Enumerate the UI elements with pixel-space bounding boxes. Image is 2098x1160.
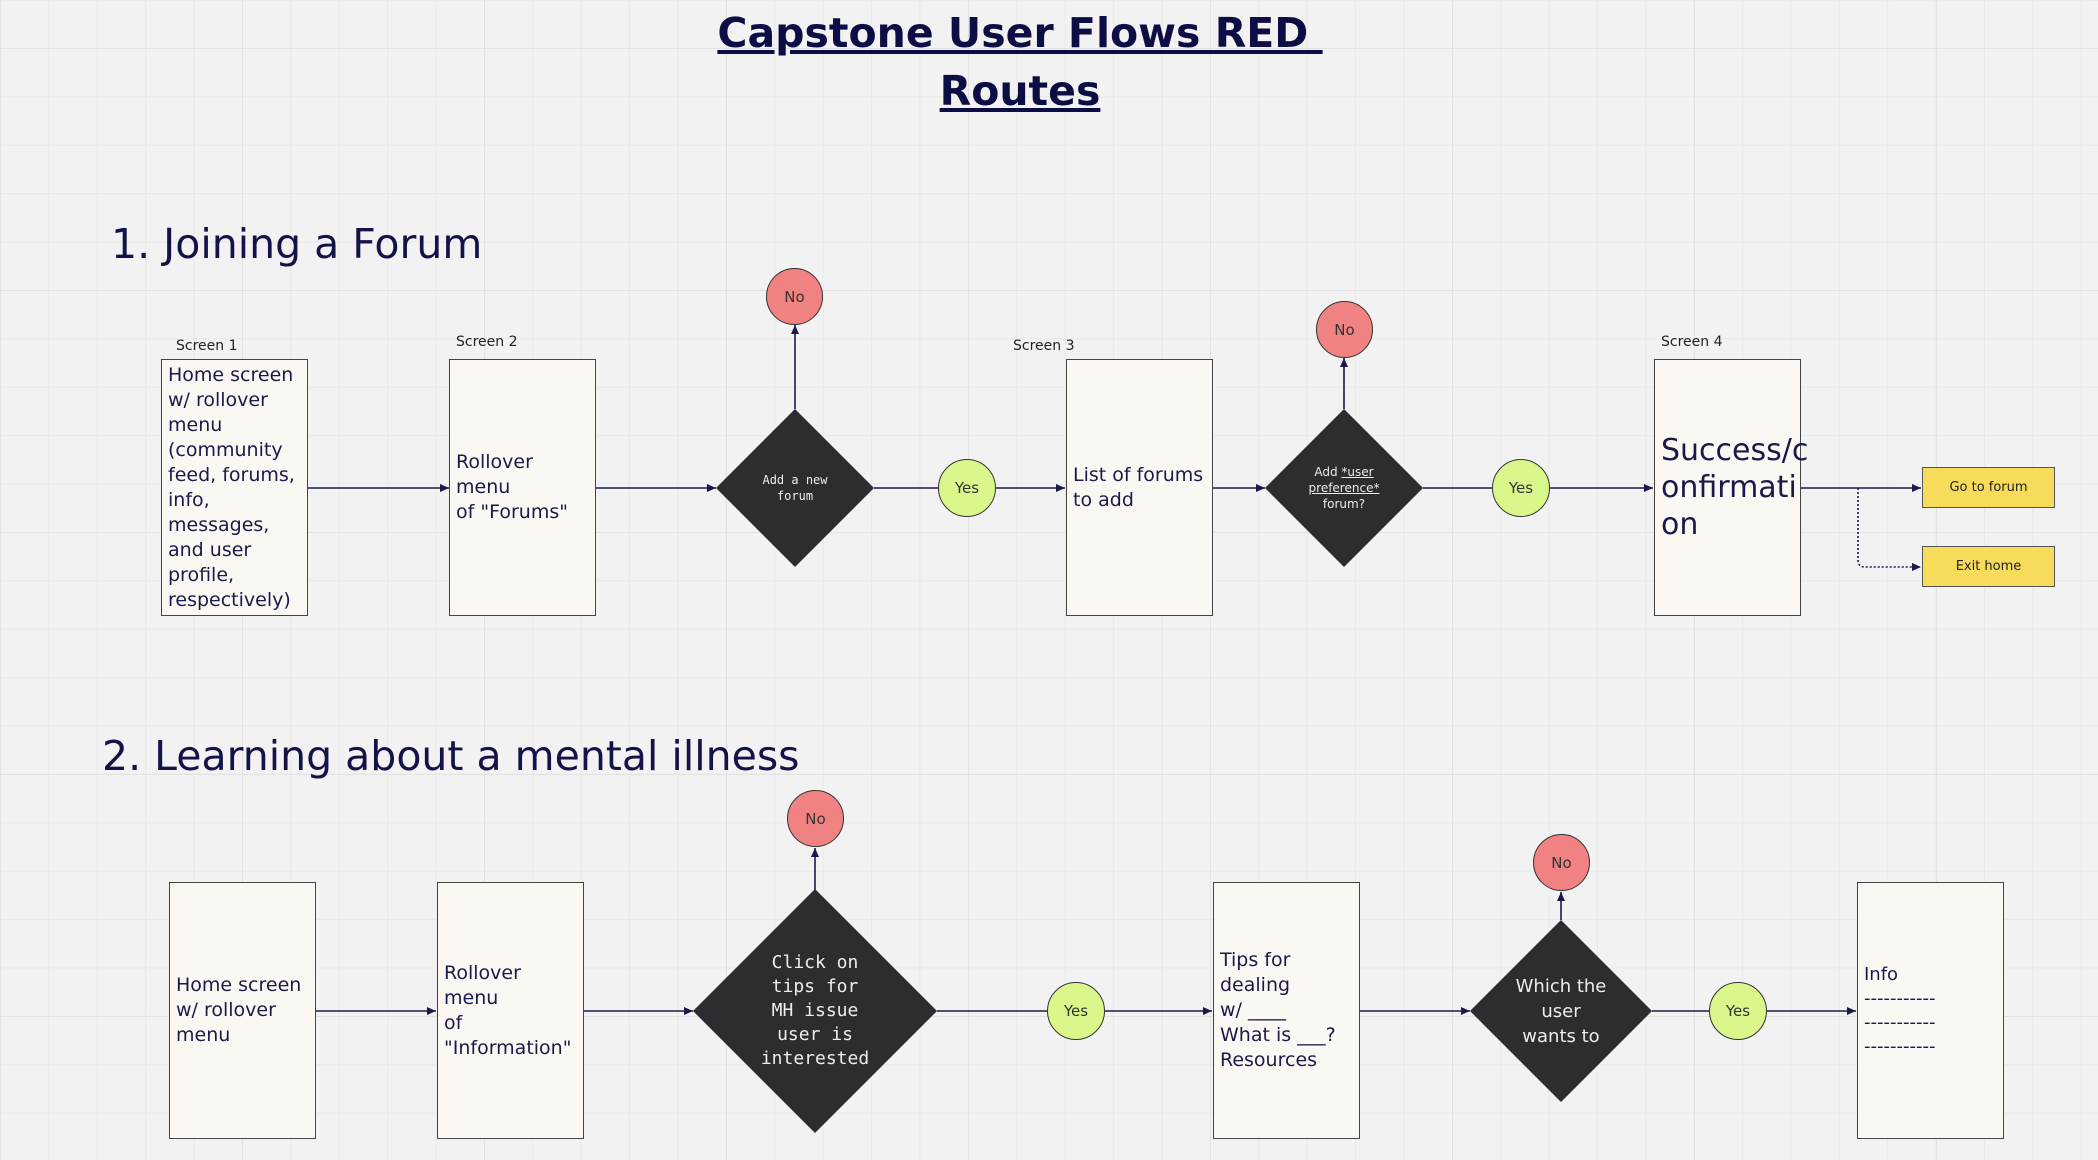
flow1-decision1-diamond[interactable] <box>716 409 874 567</box>
flow2-screen2-text: Rollover menu of "Information" <box>444 961 572 1059</box>
flow1-screen1-box[interactable]: Home screen w/ rollover menu (community … <box>161 359 308 616</box>
arrow-s4-exithome <box>1857 488 1921 571</box>
flow2-decision1-text: Click on tips for MH issue user is inter… <box>760 952 870 1069</box>
flow2-screen3-box[interactable]: Tips for dealing w/ ____ What is ___? Re… <box>1213 882 1360 1139</box>
flow2-yes1-circle[interactable]: Yes <box>1047 982 1105 1040</box>
flow1-decision2-pre: Add <box>1314 465 1342 479</box>
flow1-heading: 1. Joining a Forum <box>111 220 483 268</box>
flow1-screen2-label: Screen 2 <box>456 334 518 350</box>
flow1-screen4-label: Screen 4 <box>1661 334 1723 350</box>
flow2-screen1-text: Home screen w/ rollover menu <box>176 974 302 1046</box>
flow1-no1-circle[interactable]: No <box>766 268 823 325</box>
flow2-screen4-box[interactable]: Info ----------- ----------- ----------- <box>1857 882 2004 1139</box>
flow2-yes2-circle[interactable]: Yes <box>1709 982 1767 1040</box>
flow2-no2-circle[interactable]: No <box>1533 834 1590 891</box>
flow1-screen2-box[interactable]: Rollover menu of "Forums" <box>449 359 596 616</box>
flow1-screen2-text: Rollover menu of "Forums" <box>456 451 568 523</box>
flow1-yes1-circle[interactable]: Yes <box>938 459 996 517</box>
flow1-decision1-text: Add a new forum <box>762 473 828 503</box>
page-title: Capstone User Flows RED Routes <box>717 9 1309 115</box>
flow1-no2-circle[interactable]: No <box>1316 301 1373 358</box>
flow1-screen4-text: Success/c onfirmati on <box>1661 433 1809 542</box>
flow2-screen4-text: Info ----------- ----------- ----------- <box>1864 963 1936 1057</box>
flow2-heading: 2. Learning about a mental illness <box>102 732 800 780</box>
flow1-screen1-text: Home screen w/ rollover menu (community … <box>168 363 295 611</box>
flow1-screen3-text: List of forums to add <box>1073 463 1204 511</box>
exit-home-button[interactable]: Exit home <box>1922 546 2055 587</box>
flow1-decision2-underlined: *user preference* <box>1308 465 1380 495</box>
flow2-decision2-diamond[interactable] <box>1470 920 1652 1102</box>
flow1-decision2-text: Add *user preference* forum? <box>1290 460 1398 516</box>
flow2-screen2-box[interactable]: Rollover menu of "Information" <box>437 882 584 1139</box>
flow2-screen1-hidden-label: Screen <box>215 945 260 960</box>
flow1-yes2-circle[interactable]: Yes <box>1492 459 1550 517</box>
flow1-decision2-post: forum? <box>1322 497 1366 511</box>
flow1-screen3-label: Screen 3 <box>1013 338 1075 354</box>
flow2-decision1-diamond[interactable] <box>693 889 937 1133</box>
flow2-no1-circle[interactable]: No <box>787 790 844 847</box>
flow2-decision2-text: Which the user wants to <box>1515 975 1607 1047</box>
flow2-screen3-text: Tips for dealing w/ ____ What is ___? Re… <box>1220 949 1336 1071</box>
flow2-screen1-box[interactable]: Screen Home screen w/ rollover menu <box>169 882 316 1139</box>
flow1-screen4-box[interactable]: Success/c onfirmati on <box>1654 359 1808 616</box>
flow1-decision2-diamond[interactable] <box>1265 409 1423 567</box>
go-to-forum-button[interactable]: Go to forum <box>1922 467 2055 508</box>
flow1-screen1-label: Screen 1 <box>176 338 238 354</box>
flow1-screen3-box[interactable]: List of forums to add <box>1066 359 1213 616</box>
